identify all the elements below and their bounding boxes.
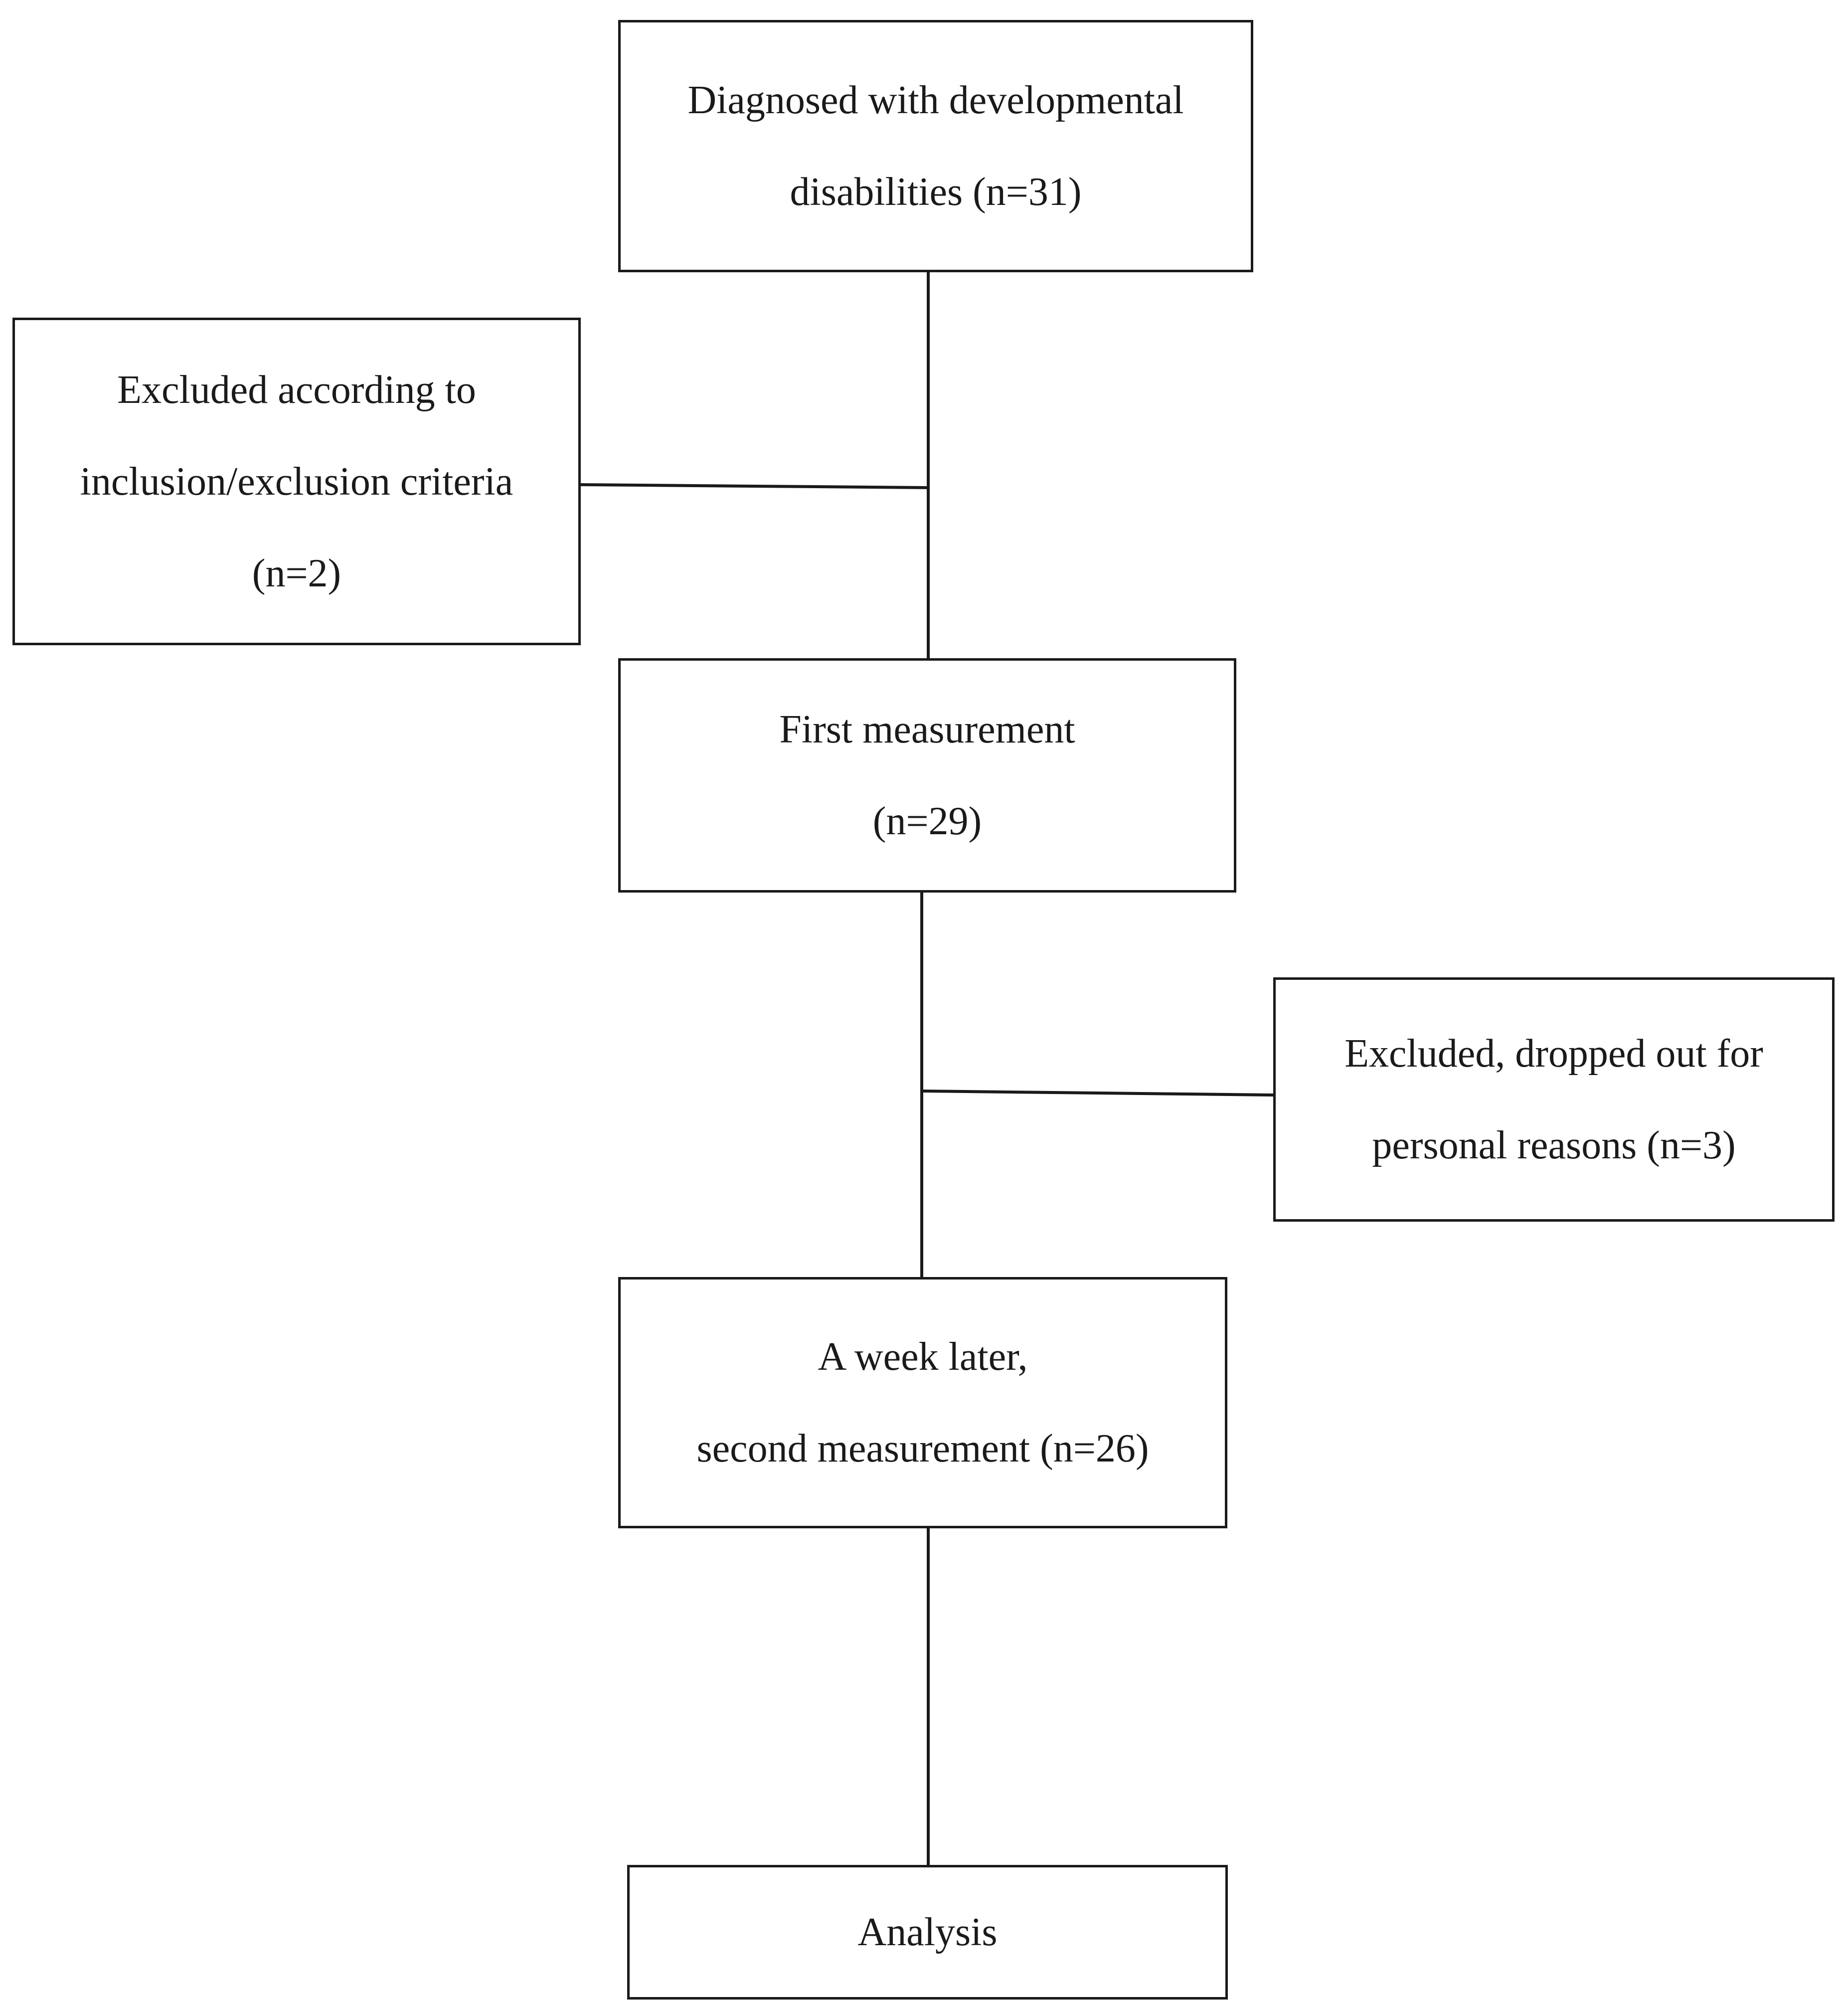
- node-first-measurement-line-2: (n=29): [872, 799, 982, 843]
- node-excluded-criteria-line-3: (n=2): [252, 551, 341, 595]
- node-dropout-line-2: personal reasons (n=3): [1372, 1123, 1736, 1167]
- node-excluded-criteria-line-1: Excluded according to: [117, 367, 476, 412]
- node-excluded-criteria: Excluded according to inclusion/exclusio…: [12, 318, 581, 645]
- node-second-measurement: A week later, second measurement (n=26): [618, 1277, 1227, 1528]
- node-diagnosed-line-2: disabilities (n=31): [790, 170, 1082, 214]
- edge-to-dropout: [920, 1090, 1274, 1097]
- node-second-measurement-line-2: second measurement (n=26): [696, 1427, 1149, 1470]
- node-analysis: Analysis: [627, 1865, 1228, 2000]
- edge-to-excluded-criteria: [580, 483, 930, 489]
- node-first-measurement: First measurement (n=29): [618, 658, 1236, 893]
- node-first-measurement-line-1: First measurement: [779, 708, 1075, 751]
- node-analysis-line-1: Analysis: [857, 1910, 998, 1954]
- node-diagnosed-line-1: Diagnosed with developmental: [687, 78, 1184, 122]
- node-dropout: Excluded, dropped out for personal reaso…: [1273, 977, 1835, 1222]
- node-dropout-line-1: Excluded, dropped out for: [1344, 1032, 1763, 1076]
- node-excluded-criteria-line-2: inclusion/exclusion criteria: [80, 459, 513, 504]
- node-diagnosed: Diagnosed with developmental disabilitie…: [618, 20, 1253, 272]
- node-second-measurement-line-1: A week later,: [818, 1335, 1028, 1379]
